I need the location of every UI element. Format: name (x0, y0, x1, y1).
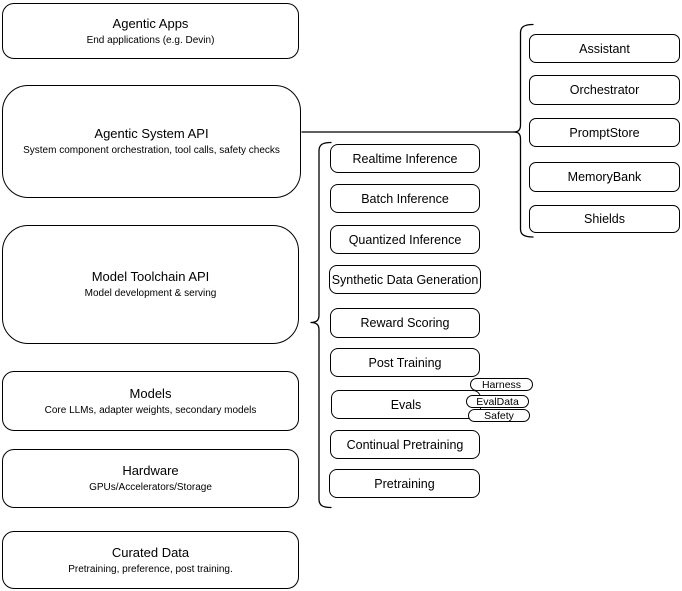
node-continual-pretraining: Continual Pretraining (330, 430, 480, 459)
node-model-toolchain-api: Model Toolchain API Model development & … (2, 225, 299, 344)
pill-evaldata: EvalData (466, 395, 529, 408)
pill-harness: Harness (470, 378, 533, 391)
node-reward-scoring: Reward Scoring (330, 308, 480, 338)
node-agentic-system-api: Agentic System API System component orch… (2, 85, 301, 198)
node-title: Model Toolchain API (91, 269, 210, 284)
node-models: Models Core LLMs, adapter weights, secon… (2, 371, 299, 431)
node-subtitle: Core LLMs, adapter weights, secondary mo… (44, 404, 257, 416)
node-agentic-apps: Agentic Apps End applications (e.g. Devi… (2, 3, 299, 59)
node-memorybank: MemoryBank (529, 162, 680, 192)
node-post-training: Post Training (330, 348, 480, 377)
node-title: Hardware (122, 463, 179, 478)
node-title: Agentic System API (94, 126, 209, 141)
node-subtitle: Model development & serving (84, 288, 217, 299)
node-subtitle: Pretraining, preference, post training. (68, 563, 233, 575)
node-quantized-inference: Quantized Inference (330, 225, 480, 254)
system-components-bracket (513, 23, 534, 238)
node-subtitle: System component orchestration, tool cal… (23, 145, 280, 156)
node-evals: Evals (331, 390, 481, 419)
toolchain-bracket (310, 141, 332, 509)
node-orchestrator: Orchestrator (529, 75, 680, 105)
node-hardware: Hardware GPUs/Accelerators/Storage (2, 449, 299, 508)
node-pretraining: Pretraining (329, 469, 480, 498)
node-shields: Shields (529, 205, 680, 233)
node-subtitle: GPUs/Accelerators/Storage (89, 482, 212, 493)
pill-safety: Safety (468, 409, 530, 422)
node-title: Models (129, 385, 172, 401)
node-title: Curated Data (111, 544, 190, 560)
node-assistant: Assistant (529, 34, 680, 63)
node-title: Agentic Apps (112, 15, 189, 31)
node-curated-data: Curated Data Pretraining, preference, po… (2, 531, 299, 589)
node-batch-inference: Batch Inference (330, 184, 480, 213)
node-realtime-inference: Realtime Inference (330, 144, 480, 173)
node-synthetic-data-generation: Synthetic Data Generation (329, 265, 481, 294)
node-subtitle: End applications (e.g. Devin) (86, 34, 215, 46)
node-promptstore: PromptStore (529, 118, 680, 147)
